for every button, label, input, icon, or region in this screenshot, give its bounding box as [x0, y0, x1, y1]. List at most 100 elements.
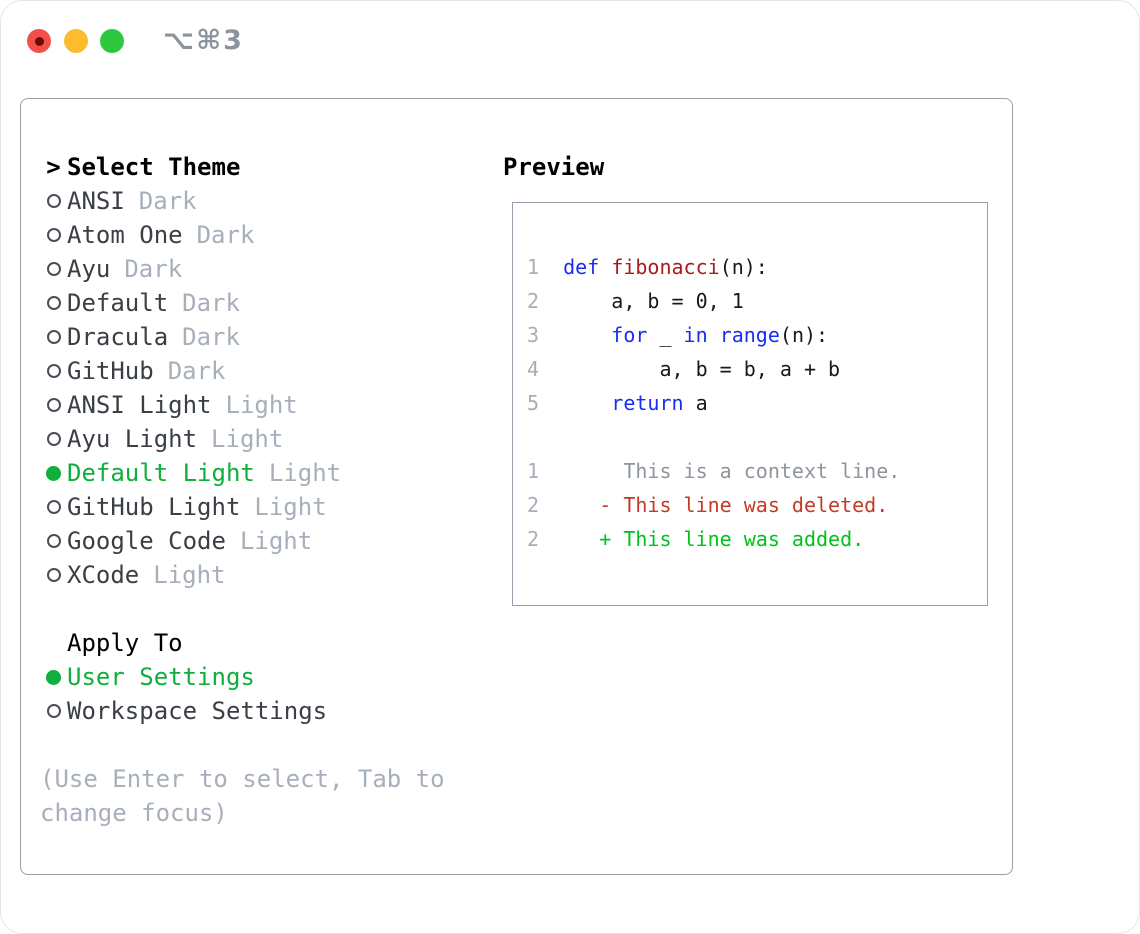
radio-unselected-icon [40, 432, 67, 446]
code-token [539, 493, 599, 517]
theme-list-header-row: > Select Theme [40, 150, 445, 184]
ring-circle-icon [46, 364, 61, 378]
code-line: 5 return a [527, 386, 987, 420]
theme-option[interactable]: ANSI Dark [40, 184, 445, 218]
code-token [539, 323, 611, 347]
theme-option[interactable]: Atom One Dark [40, 218, 445, 252]
radio-unselected-icon [40, 228, 67, 242]
line-number: 4 [527, 357, 540, 381]
code-line: 4 a, b = b, a + b [527, 352, 987, 386]
theme-variant-tag: Light [239, 527, 313, 555]
keyboard-hint-line: change focus) [40, 799, 228, 827]
line-number: 1 [527, 459, 540, 483]
ring-circle-icon [46, 704, 61, 718]
code-token: fibonacci [611, 255, 720, 279]
theme-variant-tag: Light [254, 493, 327, 521]
radio-unselected-icon [40, 398, 67, 412]
theme-name: GitHub [67, 357, 154, 385]
apply-to-name: User Settings [67, 663, 255, 691]
keyboard-hint: (Use Enter to select, Tab to change focu… [40, 762, 445, 830]
code-line: 2 - This line was deleted. [527, 488, 987, 522]
ring-circle-icon [46, 398, 61, 412]
radio-unselected-icon [40, 364, 67, 378]
code-token [539, 255, 563, 279]
radio-unselected-icon [40, 194, 67, 208]
code-token: _ [647, 323, 684, 347]
code-token: + This line was added. [599, 527, 865, 551]
close-button[interactable] [27, 29, 51, 53]
ring-circle-icon [46, 432, 61, 446]
theme-variant-tag: Dark [138, 187, 197, 215]
theme-name: Default [67, 289, 169, 317]
code-token: a, b = b, a + b [539, 357, 841, 381]
theme-option[interactable]: Dracula Dark [40, 320, 445, 354]
theme-list-title: Select Theme [67, 153, 241, 181]
theme-name: Ayu [67, 255, 111, 283]
zoom-button[interactable] [100, 29, 124, 53]
code-token: - This line was deleted. [599, 493, 889, 517]
theme-name: Dracula [67, 323, 169, 351]
code-blank-line [527, 420, 987, 454]
theme-variant-tag: Dark [182, 289, 240, 317]
code-token: a, b = 0, 1 [539, 289, 744, 313]
code-token: for [611, 323, 648, 347]
keyboard-hint-line: (Use Enter to select, Tab to [40, 765, 445, 793]
filled-circle-icon [46, 465, 61, 481]
apply-to-option[interactable]: Workspace Settings [40, 694, 445, 728]
theme-option[interactable]: ANSI Light Light [40, 388, 445, 422]
code-line: 3 for _ in range(n): [527, 318, 987, 352]
code-token: (n): [719, 255, 768, 279]
radio-unselected-icon [40, 568, 67, 582]
line-number: 2 [527, 527, 540, 551]
code-token: range [719, 323, 780, 347]
code-token: This is a context line. [539, 459, 901, 483]
ring-circle-icon [46, 194, 61, 208]
code-line: 1 def fibonacci(n): [527, 250, 987, 284]
code-line: 2 a, b = 0, 1 [527, 284, 987, 318]
theme-option[interactable]: Ayu Dark [40, 252, 445, 286]
filled-circle-icon [46, 669, 61, 685]
theme-name: ANSI Light [67, 391, 212, 419]
apply-to-option[interactable]: User Settings [40, 660, 445, 694]
ring-circle-icon [46, 500, 61, 514]
code-token [599, 255, 611, 279]
radio-selected-icon [40, 465, 67, 481]
ring-circle-icon [46, 296, 61, 310]
theme-name: XCode [67, 561, 140, 589]
line-number: 2 [527, 289, 540, 313]
ring-circle-icon [46, 534, 61, 548]
ring-circle-icon [46, 228, 61, 242]
theme-variant-tag: Dark [182, 323, 240, 351]
theme-variant-tag: Dark [167, 357, 226, 385]
line-number: 2 [527, 493, 540, 517]
ring-circle-icon [46, 330, 61, 344]
code-token: def [563, 255, 600, 279]
theme-name: Default Light [67, 459, 255, 487]
code-token [539, 527, 599, 551]
radio-unselected-icon [40, 534, 67, 548]
theme-name: ANSI [67, 187, 125, 215]
theme-name: Atom One [67, 221, 183, 249]
theme-variant-tag: Dark [196, 221, 255, 249]
minimize-button[interactable] [64, 29, 88, 53]
code-line: 1 This is a context line. [527, 454, 987, 488]
preview-title: Preview [503, 153, 605, 181]
code-token: return [611, 391, 684, 415]
theme-option[interactable]: Default Dark [40, 286, 445, 320]
theme-option[interactable]: GitHub Dark [40, 354, 445, 388]
radio-selected-icon [40, 669, 67, 685]
theme-variant-tag: Dark [124, 255, 183, 283]
radio-unselected-icon [40, 500, 67, 514]
theme-variant-tag: Light [225, 391, 298, 419]
ring-circle-icon [46, 568, 61, 582]
